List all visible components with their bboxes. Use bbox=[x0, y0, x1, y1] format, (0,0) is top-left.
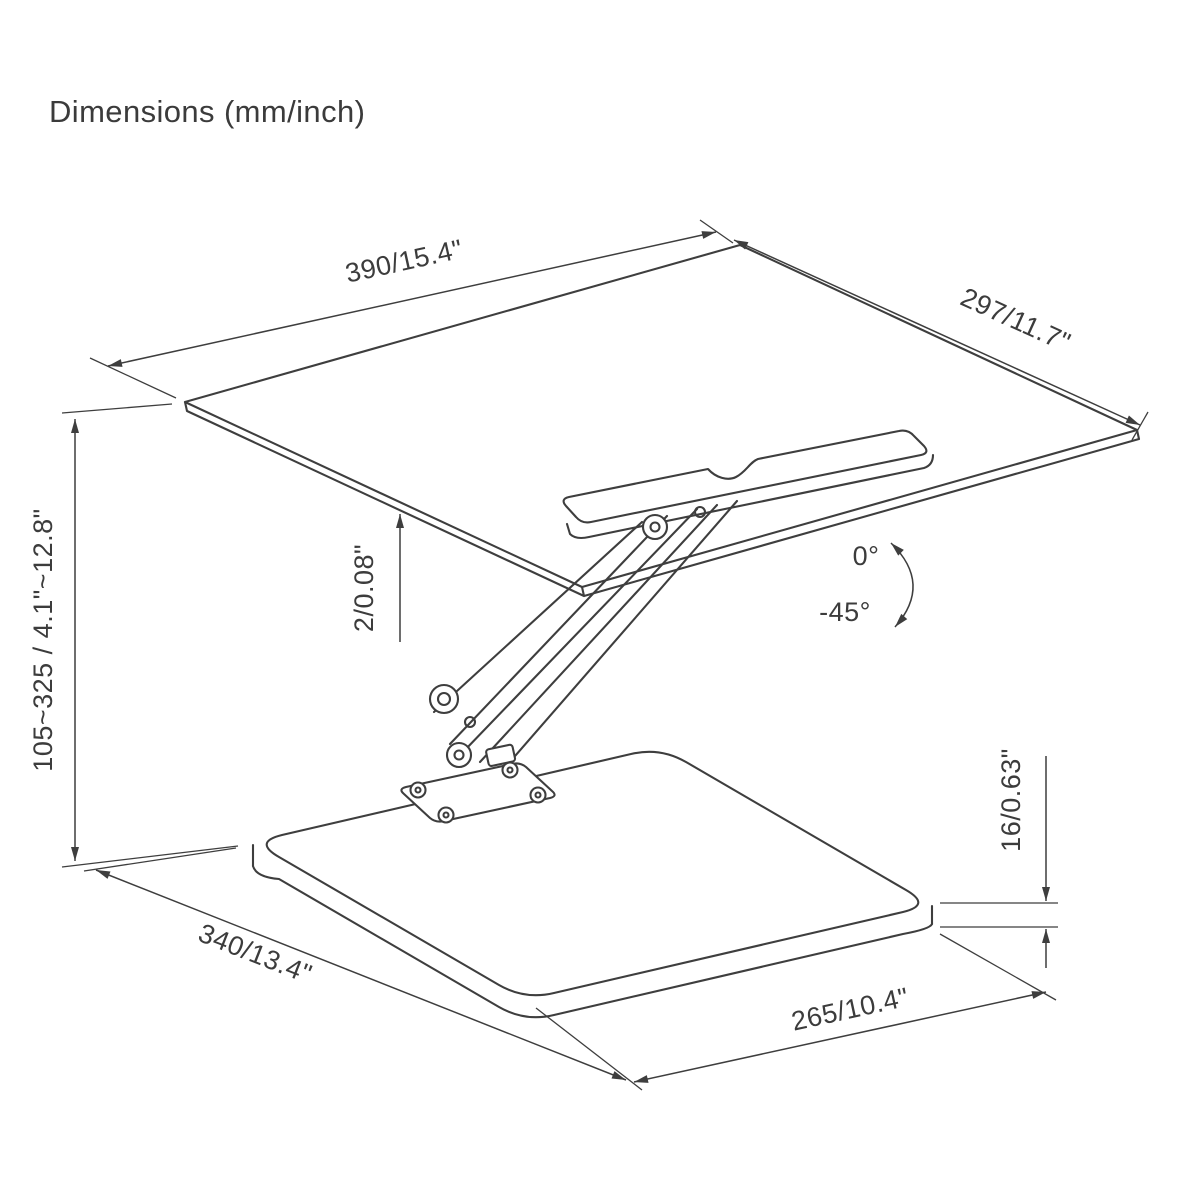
support-arm bbox=[428, 499, 739, 773]
dim-base-thickness: 16/0.63" bbox=[940, 748, 1058, 968]
base-mount-plate bbox=[400, 761, 556, 824]
bracket-front-face bbox=[565, 453, 935, 540]
page-title: Dimensions (mm/inch) bbox=[49, 94, 366, 129]
base-top-face bbox=[265, 750, 920, 997]
base-plate bbox=[251, 750, 934, 1019]
label-tray-thickness: 2/0.08" bbox=[349, 544, 379, 632]
label-tilt-min: -45° bbox=[819, 597, 871, 627]
label-tray-width: 390/15.4" bbox=[343, 234, 466, 289]
dim-tray-width: 390/15.4" bbox=[89, 219, 734, 399]
dim-base-width: 265/10.4" bbox=[633, 933, 1057, 1083]
label-tilt-max: 0° bbox=[853, 541, 880, 571]
top-pivot bbox=[641, 513, 669, 541]
dim-tray-thickness: 2/0.08" bbox=[349, 514, 404, 642]
mount-plate-outline bbox=[400, 762, 556, 823]
label-tray-depth: 297/11.7" bbox=[956, 282, 1075, 358]
screw bbox=[501, 761, 519, 779]
dim-height-range: 105~325 / 4.1"~12.8" bbox=[28, 403, 239, 868]
dim-base-depth: 340/13.4" bbox=[83, 847, 643, 1091]
label-base-thickness: 16/0.63" bbox=[996, 748, 1026, 852]
spec-plate bbox=[485, 743, 517, 767]
top-bracket bbox=[562, 429, 935, 540]
screw bbox=[437, 806, 455, 824]
base-bottom-edge bbox=[251, 864, 934, 1019]
bracket-outline bbox=[562, 429, 928, 524]
label-base-width: 265/10.4" bbox=[789, 982, 912, 1037]
tilt-arc bbox=[890, 542, 914, 628]
label-base-depth: 340/13.4" bbox=[194, 918, 316, 990]
screw bbox=[529, 786, 547, 804]
lower-hinge bbox=[428, 683, 460, 715]
dim-tilt-angle: 0° -45° bbox=[819, 541, 914, 628]
screw bbox=[409, 781, 427, 799]
label-height-range: 105~325 / 4.1"~12.8" bbox=[28, 508, 58, 771]
tray-thickness-edge bbox=[183, 400, 1141, 598]
